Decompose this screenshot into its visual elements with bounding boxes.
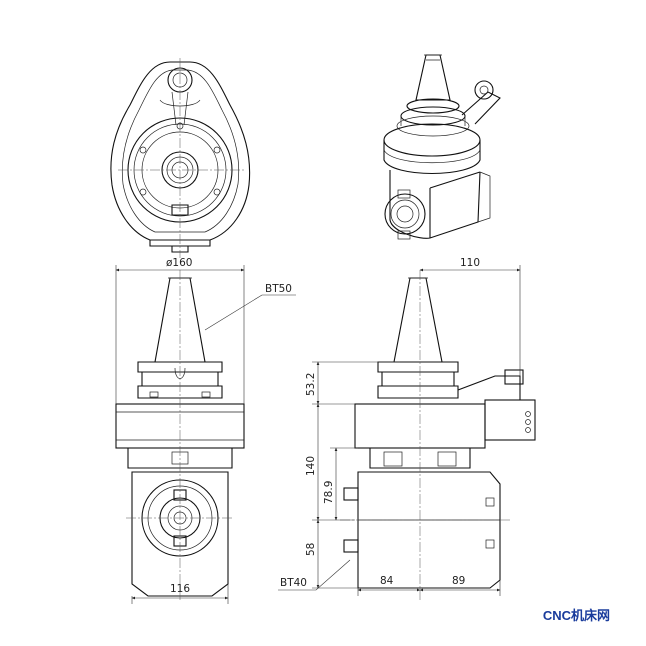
dim-height-58: 58 — [305, 543, 317, 556]
label-bt40: BT40 — [280, 577, 307, 589]
top-view — [110, 58, 251, 258]
front-view — [115, 270, 245, 600]
dim-width-89: 89 — [452, 575, 465, 587]
dim-height-78-9: 78.9 — [323, 481, 335, 504]
watermark-text: CNC机床网 — [542, 608, 610, 623]
dim-offset-110: 110 — [460, 257, 480, 269]
dim-height-140: 140 — [305, 456, 317, 476]
dim-width-84: 84 — [380, 575, 394, 587]
side-view — [340, 270, 536, 600]
dim-diameter-160: ø160 — [166, 257, 192, 269]
isometric-view — [383, 54, 501, 240]
dim-height-53-2: 53.2 — [305, 373, 317, 396]
dim-width-116: 116 — [170, 583, 190, 595]
label-bt50: BT50 — [265, 283, 292, 295]
dimension-lines — [115, 265, 521, 604]
